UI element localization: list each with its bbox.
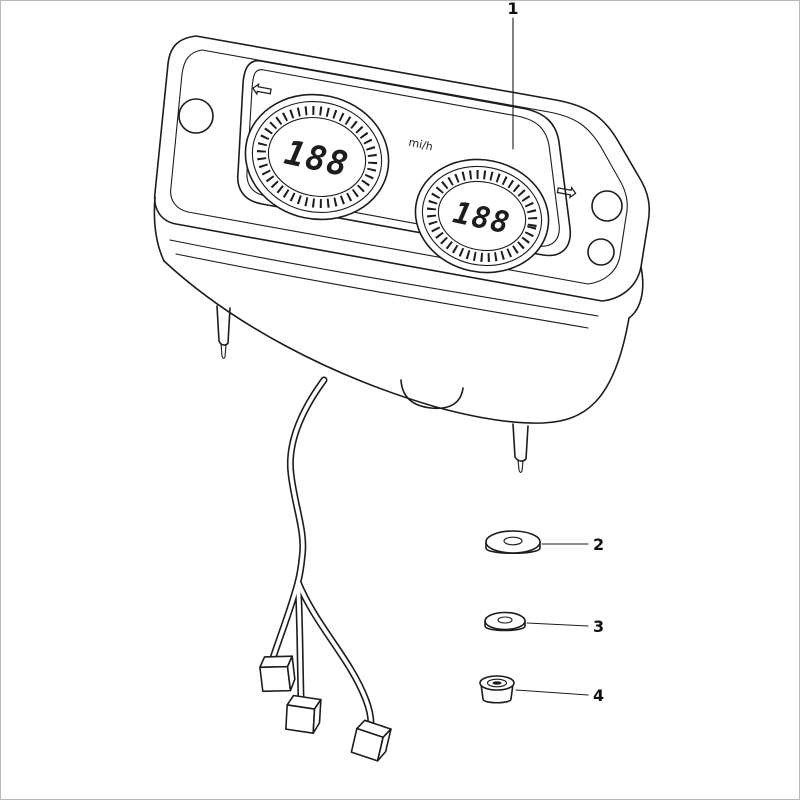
housing-right-edge <box>628 266 644 319</box>
stud-right-body <box>512 423 529 462</box>
left-gauge-dial-edge <box>267 116 367 198</box>
callout-4-leader <box>515 689 589 696</box>
mounting-stud-left <box>216 305 231 359</box>
housing-seam-1 <box>169 239 599 317</box>
callout-3-label: 3 <box>593 617 604 636</box>
indicator-light-right-upper <box>591 190 623 222</box>
cluster-bezel-line <box>170 49 628 285</box>
turn-arrow-left-icon: ⇦ <box>249 73 276 106</box>
right-gauge-rim-outer <box>414 158 550 274</box>
right-gauge-rim-inner <box>421 165 543 267</box>
wire-connector-1 <box>259 655 296 693</box>
stud-right-tip <box>517 459 524 473</box>
left-gauge-rim-inner <box>251 100 383 214</box>
grommet-ring <box>486 678 508 688</box>
turn-arrow-right-icon: ⇨ <box>554 175 581 208</box>
wire-branch-middle-core <box>296 580 303 700</box>
callout-2: 2 <box>541 535 604 554</box>
callout-3: 3 <box>526 617 604 636</box>
wire-trunk-core <box>288 378 326 584</box>
right-gauge-dial-edge <box>437 180 527 252</box>
right-gauge: 188 <box>414 158 550 274</box>
housing-left-edge <box>153 196 165 262</box>
wire-branch-right-core <box>296 580 373 726</box>
washer-top <box>484 611 526 631</box>
grommet-hole <box>492 681 502 685</box>
connector-front-face <box>285 704 316 735</box>
washer-hole <box>497 616 513 624</box>
washer-part-2 <box>485 530 541 554</box>
housing-bottom-sweep <box>163 260 630 424</box>
grommet-part-4 <box>479 675 515 704</box>
cluster-housing-body <box>153 196 644 424</box>
washer-hole <box>503 536 523 546</box>
washer-part-3 <box>484 611 526 632</box>
wire-branch-left-core <box>271 580 300 660</box>
right-gauge-tick-ring <box>426 170 538 262</box>
stud-left-tip <box>220 343 227 359</box>
wire-connector-3 <box>350 719 392 762</box>
stud-left-body <box>216 305 231 346</box>
wire-trunk <box>286 376 328 586</box>
callout-4-label: 4 <box>593 686 604 705</box>
callout-1-label: 1 <box>507 0 518 18</box>
housing-seam-2 <box>175 253 589 329</box>
wiring-harness <box>259 376 392 762</box>
indicator-light-top-left <box>178 98 214 134</box>
left-gauge-tick-ring <box>256 106 378 208</box>
callout-2-label: 2 <box>593 535 604 554</box>
indicator-light-right-lower <box>587 238 615 266</box>
mounting-stud-right <box>512 423 529 473</box>
washer-top <box>485 530 541 554</box>
left-gauge: 188 <box>244 93 390 221</box>
callout-3-leader <box>526 622 589 627</box>
callout-4: 4 <box>515 686 604 705</box>
connector-side-face <box>286 655 296 692</box>
instrument-cluster: 188 188 mi/h ⇦ ⇨ <box>153 35 651 473</box>
connector-side-face <box>376 728 392 762</box>
connector-side-face <box>312 698 322 735</box>
units-label: mi/h <box>407 136 434 154</box>
callout-1: 1 <box>507 0 519 150</box>
housing-mount-boss <box>400 379 464 410</box>
wire-connector-2 <box>285 694 322 735</box>
